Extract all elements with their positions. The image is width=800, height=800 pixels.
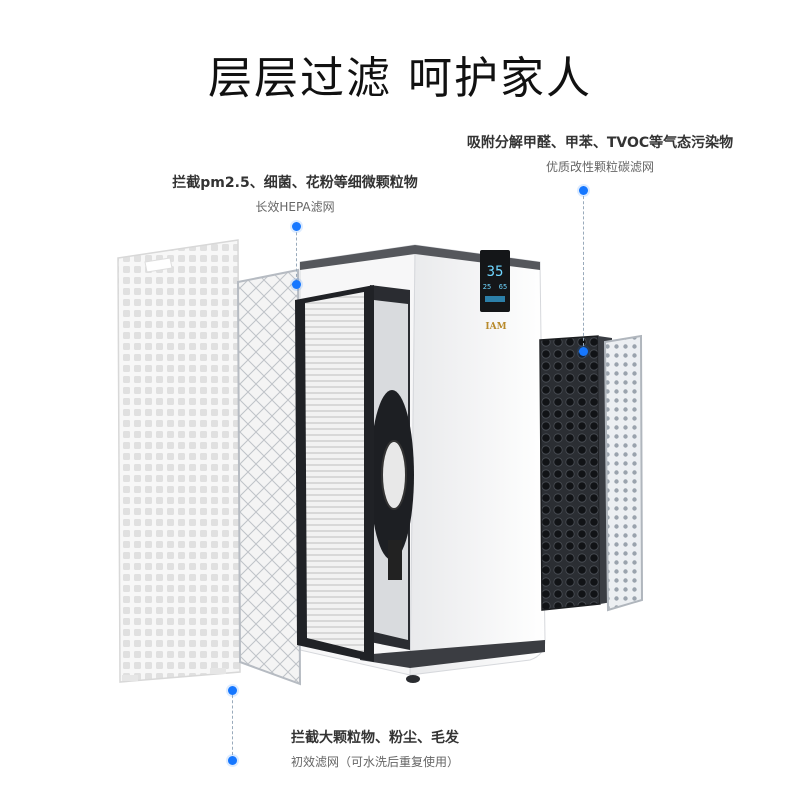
callout-hepa-title: 拦截pm2.5、细菌、花粉等细微颗粒物 bbox=[172, 175, 418, 191]
marker-dot-carbon-top bbox=[579, 186, 588, 195]
carbon-filter bbox=[539, 335, 601, 611]
callout-carbon: 吸附分解甲醛、甲苯、TVOC等气态污染物 优质改性颗粒碳滤网 bbox=[440, 132, 760, 175]
callout-hepa: 拦截pm2.5、细菌、花粉等细微颗粒物 长效HEPA滤网 bbox=[160, 172, 430, 215]
page-headline: 层层过滤 呵护家人 bbox=[208, 53, 592, 104]
pre-filter-notch bbox=[144, 257, 173, 273]
callout-carbon-title: 吸附分解甲醛、甲苯、TVOC等气态污染物 bbox=[466, 135, 734, 151]
purifier-base bbox=[360, 640, 545, 668]
display-readout-primary: 35 bbox=[487, 264, 504, 280]
display-readout-secondary: 25 bbox=[483, 283, 491, 291]
marker-dot-prefilter-bottom bbox=[228, 756, 237, 765]
carbon-mesh-frame bbox=[603, 334, 644, 612]
pre-filter-foot-right bbox=[210, 668, 226, 674]
leader-line-carbon bbox=[583, 186, 584, 351]
purifier-wheel bbox=[406, 675, 420, 683]
callout-prefilter: 拦截大颗粒物、粉尘、毛发 初效滤网（可水洗后重复使用） bbox=[255, 727, 495, 770]
pre-filter-foot-left bbox=[122, 675, 138, 681]
callout-carbon-subtitle: 优质改性颗粒碳滤网 bbox=[545, 160, 654, 174]
purifier-body-front bbox=[409, 244, 546, 676]
leader-line-hepa bbox=[296, 222, 297, 282]
marker-dot-carbon-bottom bbox=[579, 347, 588, 356]
marker-dot-prefilter-top bbox=[228, 686, 237, 695]
display-panel bbox=[480, 250, 510, 312]
marker-dot-hepa-top bbox=[292, 222, 301, 231]
marker-dot-hepa-bottom bbox=[292, 280, 301, 289]
callout-prefilter-title: 拦截大颗粒物、粉尘、毛发 bbox=[291, 730, 459, 746]
leader-line-prefilter bbox=[232, 690, 233, 760]
hepa-pleats bbox=[305, 292, 364, 652]
callout-hepa-subtitle: 长效HEPA滤网 bbox=[255, 200, 335, 214]
hepa-mesh-frame bbox=[236, 268, 302, 686]
display-bar bbox=[485, 296, 505, 302]
brand-logo: IAM bbox=[485, 322, 506, 332]
fan-hub bbox=[381, 440, 407, 510]
fan-motor bbox=[388, 540, 402, 580]
display-readout-tertiary: 65 bbox=[499, 283, 507, 291]
callout-prefilter-subtitle: 初效滤网（可水洗后重复使用） bbox=[290, 755, 459, 769]
pre-filter-panel bbox=[117, 239, 241, 683]
